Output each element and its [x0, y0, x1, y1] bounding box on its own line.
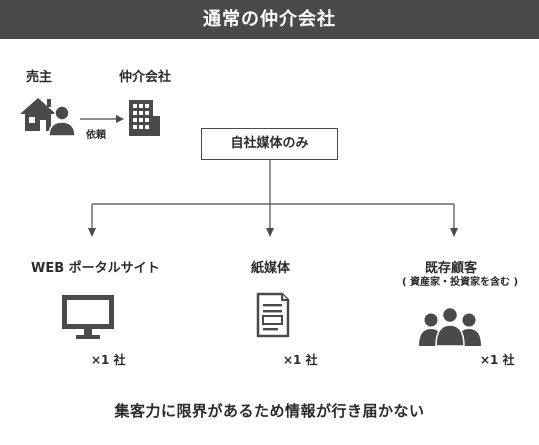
own-media-box: 自社媒体のみ [201, 128, 338, 160]
broker-label: 仲介会社 [119, 70, 172, 85]
channel-customers-sublabel: ( 資産家・投資家を含む ) [402, 277, 519, 288]
channel-web-label: WEB ポータルサイト [31, 261, 160, 276]
monitor-icon [62, 295, 114, 339]
seller-label: 売主 [26, 70, 53, 85]
channel-customers-count: ×1 社 [480, 353, 515, 367]
office-building-icon [129, 100, 160, 136]
channel-paper-count: ×1 社 [283, 353, 318, 367]
conclusion-text: 集客力に限界があるため情報が行き届かない [114, 402, 425, 420]
channel-customers-label: 既存顧客 [425, 261, 478, 276]
request-arrow [80, 115, 124, 123]
channel-paper-label: 紙媒体 [251, 261, 291, 276]
people-group-icon [419, 306, 481, 346]
page-title: 通常の仲介会社 [0, 0, 539, 39]
document-icon [256, 292, 290, 338]
channel-web-count: ×1 社 [91, 353, 126, 367]
request-label: 依頼 [86, 130, 106, 141]
house-person-icon [20, 98, 76, 137]
